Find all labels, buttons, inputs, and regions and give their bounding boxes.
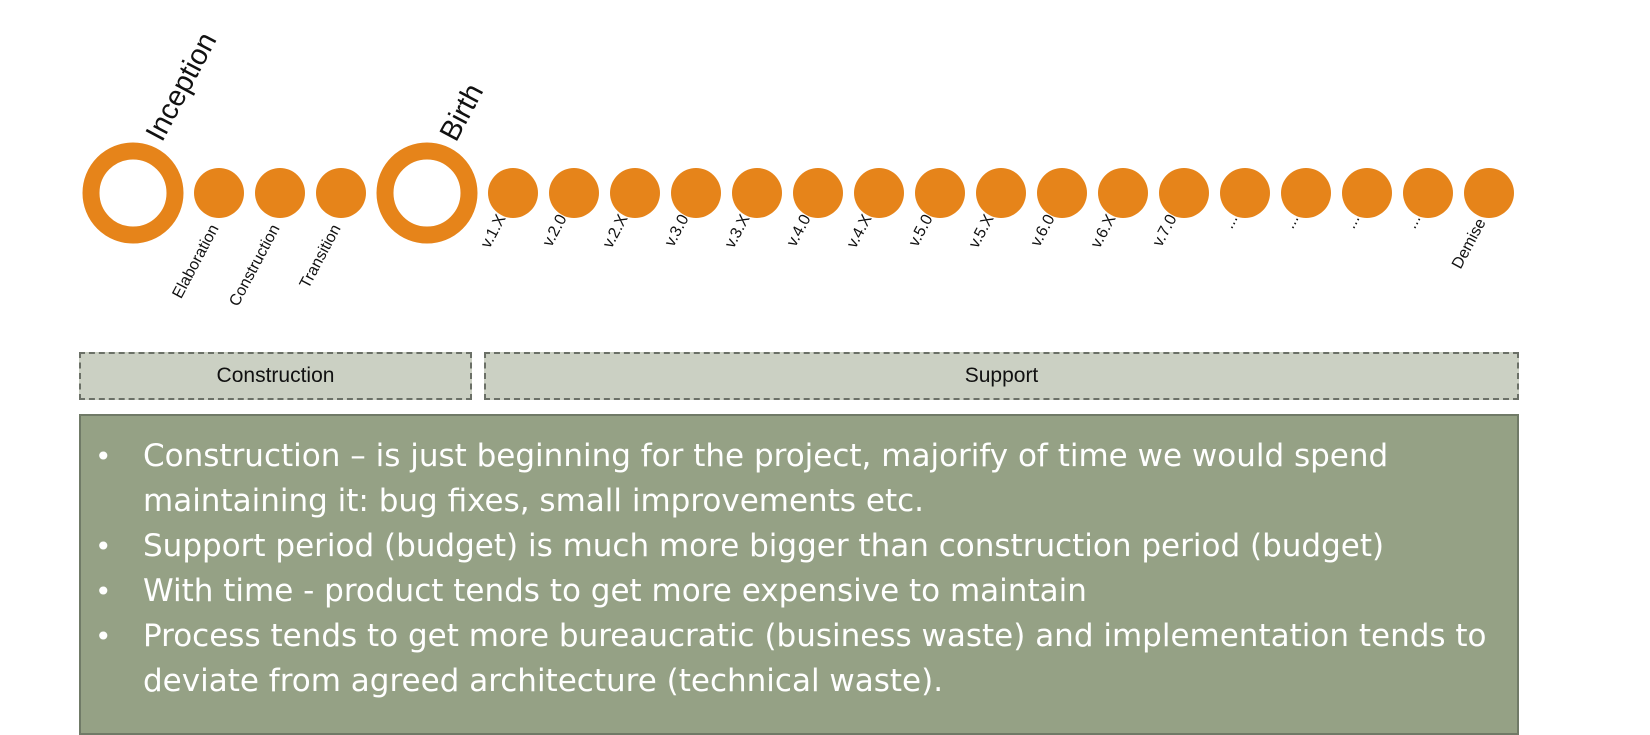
note-item: • Construction – is just beginning for th… (95, 434, 1497, 524)
bullet: • (95, 440, 112, 473)
birth-milestone (376, 142, 478, 244)
version-label-v4x: v.4.X (844, 212, 876, 251)
construction-dot (255, 168, 305, 218)
version-dot-v20 (549, 168, 599, 218)
notes-list: • Construction – is just beginning for th… (95, 434, 1497, 704)
construction-phase-box: Construction (79, 352, 472, 400)
demise-dot (1464, 168, 1514, 218)
note-item: • With time - product tends to get more e… (95, 569, 1497, 614)
version-dot-v30 (671, 168, 721, 218)
version-dot-v70 (1159, 168, 1209, 218)
notes-panel: • Construction – is just beginning for th… (79, 414, 1519, 735)
note-text: Support period (budget) is much more big… (143, 528, 1385, 564)
note-item: • Support period (budget) is much more bi… (95, 524, 1497, 569)
version-dot-v3x (732, 168, 782, 218)
version-dot-future-3 (1342, 168, 1392, 218)
version-label-v30: v.3.0 (662, 212, 693, 250)
transition-dot (316, 168, 366, 218)
version-label-v6x: v.6.X (1088, 212, 1120, 251)
note-item: • Process tends to get more bureaucratic … (95, 614, 1497, 704)
demise-label: Demise (1449, 216, 1490, 272)
version-dot-v40 (793, 168, 843, 218)
elaboration-dot (194, 168, 244, 218)
version-dot-v4x (854, 168, 904, 218)
version-label-v3x: v.3.X (722, 212, 754, 251)
bullet: • (95, 530, 112, 563)
version-dot-future-1 (1220, 168, 1270, 218)
version-dot-v1x (488, 168, 538, 218)
transition-label: Transition (297, 222, 345, 291)
note-text: With time - product tends to get more ex… (143, 573, 1087, 609)
note-text: Construction – is just beginning for the… (143, 438, 1389, 519)
version-dot-v5x (976, 168, 1026, 218)
construction-phase-label: Construction (216, 364, 335, 387)
version-label-v50: v.5.0 (906, 212, 937, 250)
support-phase-box: Support (484, 352, 1519, 400)
version-dot-future-2 (1281, 168, 1331, 218)
version-label-v1x: v.1.X (478, 212, 510, 251)
bullet: • (95, 620, 112, 653)
version-label-v2x: v.2.X (600, 212, 632, 251)
note-text: Process tends to get more bureaucratic (… (143, 618, 1487, 699)
version-dot-v6x (1098, 168, 1148, 218)
version-dot-future-4 (1403, 168, 1453, 218)
birth-label: Birth (434, 79, 490, 147)
version-label-v70: v.7.0 (1150, 212, 1181, 250)
version-label-v40: v.4.0 (784, 212, 815, 250)
version-dot-v60 (1037, 168, 1087, 218)
inception-milestone (82, 142, 184, 244)
version-label-v60: v.6.0 (1028, 212, 1059, 250)
version-dot-v2x (610, 168, 660, 218)
elaboration-label: Elaboration (170, 222, 223, 301)
support-phase-label: Support (964, 364, 1039, 387)
lifecycle-timeline: Inception Elaboration Construction Trans… (82, 27, 1514, 309)
construction-step-label: Construction (226, 222, 283, 309)
inception-label: Inception (140, 27, 224, 146)
version-label-v20: v.2.0 (540, 212, 571, 250)
version-dot-v50 (915, 168, 965, 218)
version-label-v5x: v.5.X (966, 212, 998, 251)
bullet: • (95, 575, 112, 608)
